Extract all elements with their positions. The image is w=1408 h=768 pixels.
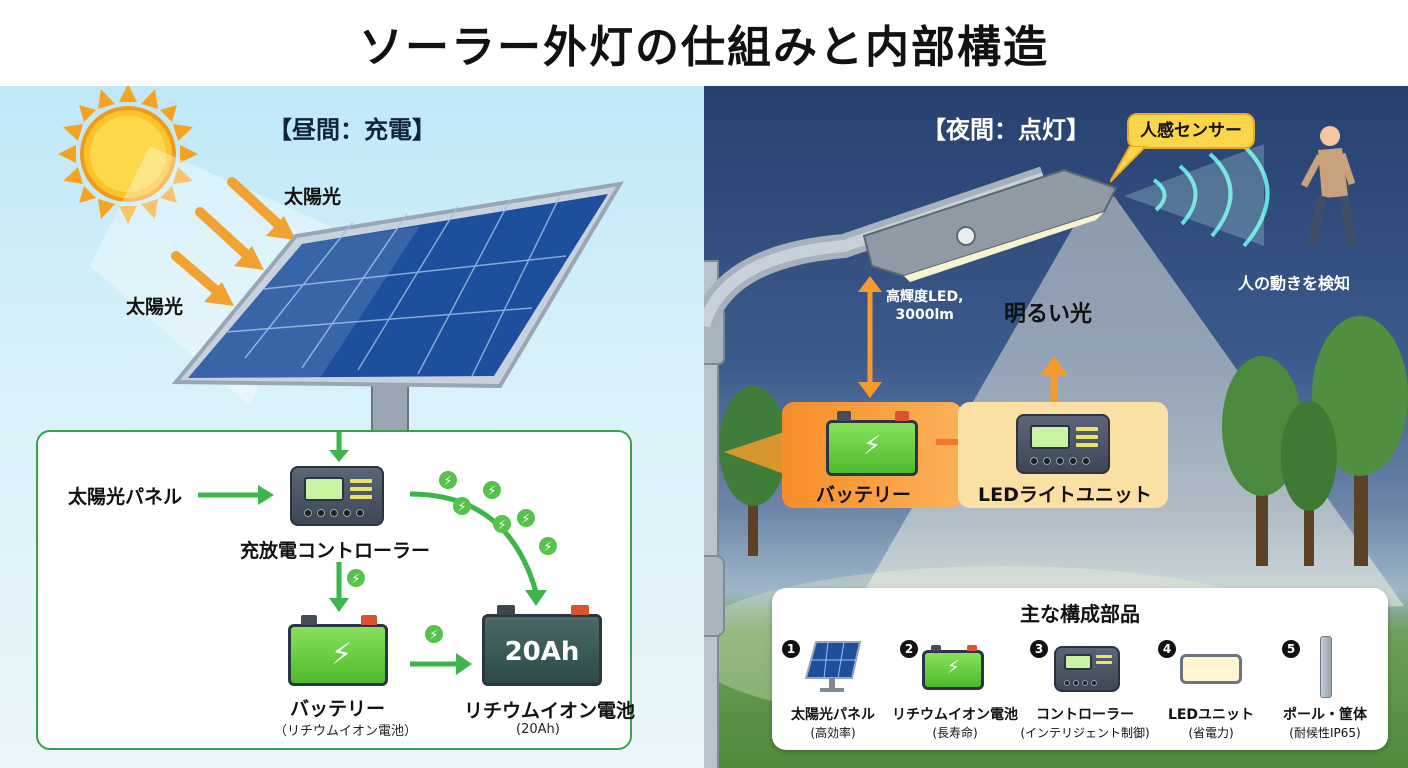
part-number-4: 4 — [1158, 640, 1176, 658]
svg-text:⚡: ⚡ — [543, 540, 552, 555]
led-spec-label: 高輝度LED, 3000lm — [886, 289, 964, 323]
part-name-1: 太陽光パネル — [791, 707, 875, 723]
svg-text:⚡: ⚡ — [457, 500, 466, 515]
part-name-4: LEDユニット — [1167, 707, 1255, 723]
motion-label: 人の動きを検知 — [1238, 274, 1351, 293]
pole-icon — [1320, 636, 1332, 698]
battery-capacity-value: 20Ah — [504, 637, 580, 667]
page-title: ソーラー外灯の仕組みと内部構造 — [359, 22, 1049, 73]
night-section-label: 【夜間：点灯】 — [922, 116, 1090, 144]
night-battery-box: ⚡ バッテリー — [782, 402, 962, 508]
battery-icon: ⚡ — [922, 645, 984, 690]
part-sub-4: (省電力) — [1188, 726, 1234, 740]
part-name-5: ポール・筐体 — [1283, 707, 1367, 723]
sunlight-label-left: 太陽光 — [126, 296, 184, 318]
svg-text:⚡: ⚡ — [351, 572, 360, 587]
controller-label: 充放電コントローラー — [240, 540, 431, 562]
bright-light-label: 明るい光 — [1004, 302, 1093, 327]
battery-icon: ⚡ — [288, 615, 388, 686]
sunlight-arrows-icon — [171, 177, 285, 297]
title-bar: ソーラー外灯の仕組みと内部構造 — [0, 0, 1408, 86]
parts-box: 主な構成部品 1 太陽光パネル (高効率) 2 ⚡ リチウムイオン電池 (長寿命… — [772, 588, 1388, 750]
battery-sub: （リチウムイオン電池） — [274, 724, 418, 739]
bolt-icon: ⚡ ⚡ ⚡ ⚡ ⚡ ⚡ ⚡ ⚡ — [347, 471, 557, 643]
spec-arrow-icon — [858, 276, 882, 398]
controller-icon — [290, 466, 384, 526]
charging-process-box: ⚡ ⚡ ⚡ ⚡ ⚡ ⚡ ⚡ ⚡ 太陽光パネル 充放電コントローラー ⚡ バッテリ… — [36, 430, 636, 750]
day-section-label: 【昼間：充電】 — [268, 116, 436, 144]
part-sub-5: (耐候性IP65) — [1289, 726, 1361, 740]
battery-20ah-icon: 20Ah — [482, 605, 602, 686]
night-battery-icon: ⚡ — [826, 411, 918, 476]
part-sub-2: (長寿命) — [932, 726, 978, 740]
svg-text:⚡: ⚡ — [487, 484, 496, 499]
sensor-callout: 人感センサー — [1127, 113, 1255, 149]
night-led-box: LEDライトユニット — [958, 402, 1168, 508]
battery-label: バッテリー — [290, 698, 386, 720]
sun-icon — [58, 86, 198, 224]
lithium-battery-label: リチウムイオン電池 — [464, 700, 636, 722]
led-unit-icon — [1180, 654, 1242, 684]
svg-text:⚡: ⚡ — [497, 518, 506, 533]
sensor-waves-icon — [1152, 142, 1270, 248]
light-up-arrow-icon — [1040, 356, 1068, 406]
panel-label: 太陽光パネル — [68, 486, 183, 508]
pole-icon — [704, 166, 1048, 768]
night-battery-label: バッテリー — [816, 484, 912, 506]
svg-text:⚡: ⚡ — [443, 474, 452, 489]
sensor-callout-tail — [1110, 146, 1148, 183]
led-unit-icon — [1016, 414, 1110, 474]
sunlight-label-top: 太陽光 — [284, 186, 342, 208]
svg-text:⚡: ⚡ — [521, 512, 530, 527]
parts-title: 主な構成部品 — [1020, 602, 1140, 626]
part-sub-1: (高効率) — [810, 726, 856, 740]
part-number-2: 2 — [900, 640, 918, 658]
part-sub-3: (インテリジェント制御) — [1020, 726, 1150, 740]
led-unit-label: LEDライトユニット — [978, 484, 1152, 506]
svg-text:⚡: ⚡ — [429, 628, 438, 643]
person-walking-icon — [1300, 126, 1357, 247]
street-lamp-icon — [862, 168, 1118, 282]
lithium-battery-sub: (20Ah) — [516, 722, 560, 737]
charging-flow-arrows: ⚡ ⚡ ⚡ ⚡ ⚡ ⚡ ⚡ ⚡ — [198, 432, 557, 675]
solar-panel-icon — [804, 641, 862, 692]
part-name-3: コントローラー — [1036, 707, 1134, 723]
part-number-1: 1 — [782, 640, 800, 658]
controller-icon — [1054, 646, 1120, 692]
part-number-5: 5 — [1282, 640, 1300, 658]
part-name-2: リチウムイオン電池 — [892, 707, 1018, 723]
part-number-3: 3 — [1030, 640, 1048, 658]
